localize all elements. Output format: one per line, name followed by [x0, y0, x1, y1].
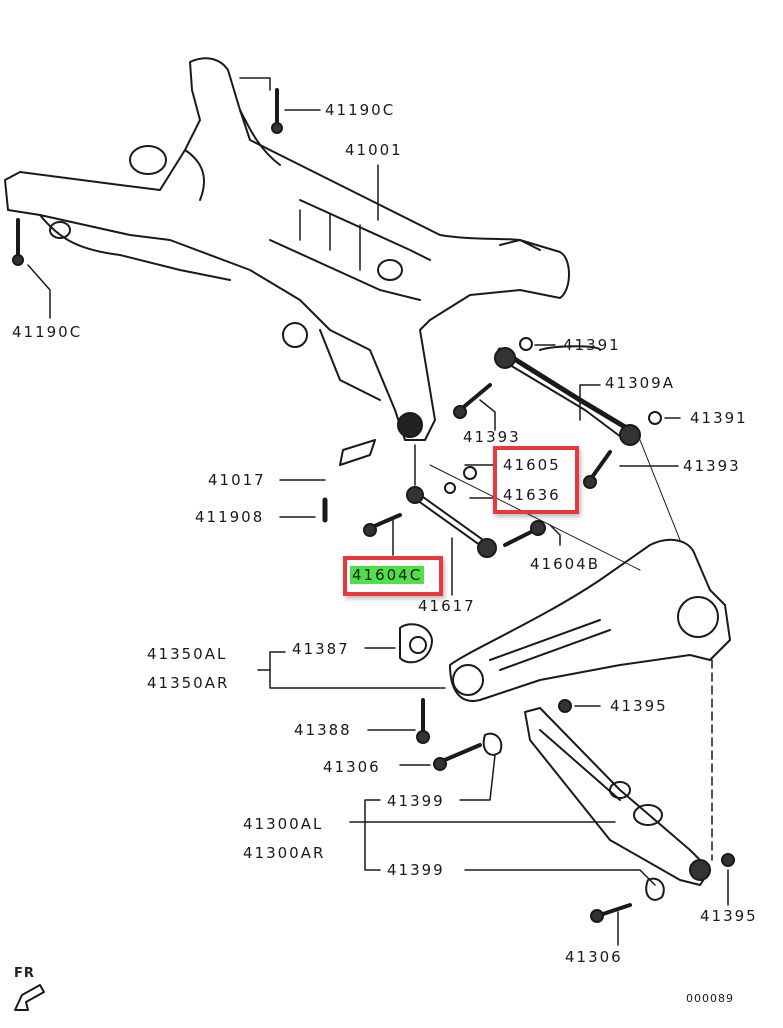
- part-label-41399-a[interactable]: 41399: [387, 792, 445, 810]
- part-label-41300AR[interactable]: 41300AR: [243, 844, 326, 862]
- part-label-41604C-selected[interactable]: 41604C: [350, 566, 425, 584]
- part-label-41190C-left[interactable]: 41190C: [12, 323, 83, 341]
- part-label-41306-b[interactable]: 41306: [565, 948, 623, 966]
- highlight-box-41605-41636: [493, 446, 579, 514]
- bolts: [12, 88, 735, 923]
- crossmember-41001: [4, 57, 570, 441]
- part-label-41350AL[interactable]: 41350AL: [147, 645, 228, 663]
- part-label-41395-a[interactable]: 41395: [610, 697, 668, 715]
- part-label-41350AR[interactable]: 41350AR: [147, 674, 230, 692]
- lower-link-41617: [339, 439, 497, 558]
- part-label-41387[interactable]: 41387: [292, 640, 350, 658]
- part-label-41391-a[interactable]: 41391: [563, 336, 621, 354]
- part-label-41617[interactable]: 41617: [418, 597, 476, 615]
- part-label-41399-b[interactable]: 41399: [387, 861, 445, 879]
- part-label-41190B[interactable]: 411908: [195, 508, 265, 526]
- figure-code: 000089: [686, 992, 734, 1005]
- part-label-41395-b[interactable]: 41395: [700, 907, 758, 925]
- highlight-box-41604C: [343, 556, 443, 596]
- upper-link-41309A: [494, 345, 641, 446]
- leader-lines: [27, 77, 729, 946]
- part-label-41309A[interactable]: 41309A: [605, 374, 675, 392]
- front-arrow-icon: [14, 984, 45, 1011]
- part-label-41393-b[interactable]: 41393: [683, 457, 741, 475]
- lower-arm-41300A: [482, 707, 711, 901]
- part-label-41190C-top[interactable]: 41190C: [325, 101, 396, 119]
- part-label-41393-a[interactable]: 41393: [463, 428, 521, 446]
- part-label-41388[interactable]: 41388: [294, 721, 352, 739]
- part-label-41017[interactable]: 41017: [208, 471, 266, 489]
- part-label-41391-b[interactable]: 41391: [690, 409, 748, 427]
- trailing-arm-41350A: [399, 538, 731, 702]
- part-label-41604B[interactable]: 41604B: [530, 555, 601, 573]
- part-label-41300AL[interactable]: 41300AL: [243, 815, 324, 833]
- part-label-41636[interactable]: 41636: [503, 486, 561, 504]
- part-label-41001[interactable]: 41001: [345, 141, 403, 159]
- front-orientation-label: FR: [14, 966, 35, 981]
- part-label-41306-a[interactable]: 41306: [323, 758, 381, 776]
- part-label-41605[interactable]: 41605: [503, 456, 561, 474]
